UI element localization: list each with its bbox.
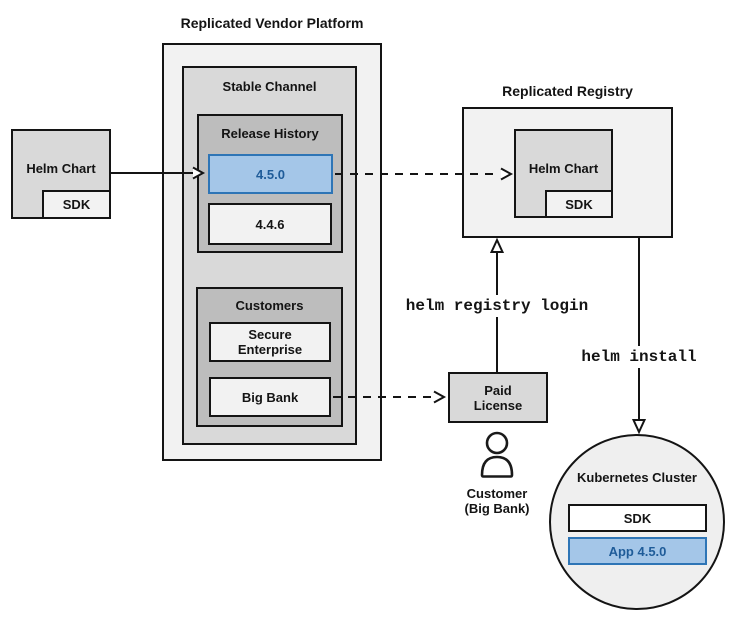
release-version-4-4-6-label: 4.4.6 bbox=[255, 216, 285, 232]
release-version-4-5-0-label: 4.5.0 bbox=[256, 166, 285, 182]
cluster-sdk-label: SDK bbox=[623, 510, 652, 526]
customers-label: Customers bbox=[235, 298, 304, 313]
arrowhead-registry-to-cluster-icon bbox=[631, 419, 647, 435]
registry-helm-chart-label: Helm Chart bbox=[528, 161, 599, 176]
customer-caption-line1: Customer bbox=[466, 486, 528, 501]
customer-big-bank: Big Bank bbox=[209, 377, 331, 417]
cluster-app-box: App 4.5.0 bbox=[568, 537, 707, 565]
release-version-4-4-6: 4.4.6 bbox=[208, 203, 332, 245]
customer-person-icon bbox=[480, 431, 514, 478]
cluster-app-label: App 4.5.0 bbox=[608, 543, 667, 559]
customer-caption: Customer (Big Bank) bbox=[437, 486, 557, 516]
release-version-4-5-0: 4.5.0 bbox=[208, 154, 333, 194]
cmd-helm-install: helm install bbox=[566, 346, 712, 368]
customer-secure-enterprise-label: Secure Enterprise bbox=[237, 327, 303, 357]
registry-title: Replicated Registry bbox=[502, 83, 633, 99]
customer-secure-enterprise: Secure Enterprise bbox=[209, 322, 331, 362]
source-helm-chart-label: Helm Chart bbox=[26, 161, 96, 176]
source-helm-chart-box: Helm Chart SDK bbox=[11, 129, 111, 219]
stable-channel-label: Stable Channel bbox=[222, 79, 317, 94]
paid-license-box: Paid License bbox=[448, 372, 548, 423]
customer-big-bank-label: Big Bank bbox=[241, 389, 299, 405]
registry-sdk-box: SDK bbox=[545, 190, 613, 218]
arrowhead-bigbank-to-license-icon bbox=[433, 390, 447, 404]
registry-helm-chart-box: Helm Chart SDK bbox=[514, 129, 613, 218]
paid-license-label: Paid License bbox=[473, 382, 523, 413]
customer-caption-line2: (Big Bank) bbox=[464, 501, 530, 516]
vendor-platform-title: Replicated Vendor Platform bbox=[180, 15, 364, 31]
arrowhead-license-to-registry-icon bbox=[489, 237, 505, 253]
source-sdk-box: SDK bbox=[42, 190, 111, 219]
registry-sdk-label: SDK bbox=[565, 196, 593, 212]
cmd-helm-registry-login: helm registry login bbox=[397, 295, 597, 317]
release-history-label: Release History bbox=[221, 126, 319, 141]
source-sdk-label: SDK bbox=[62, 197, 91, 212]
cluster-sdk-box: SDK bbox=[568, 504, 707, 532]
kubernetes-cluster-label: Kubernetes Cluster bbox=[577, 470, 697, 485]
